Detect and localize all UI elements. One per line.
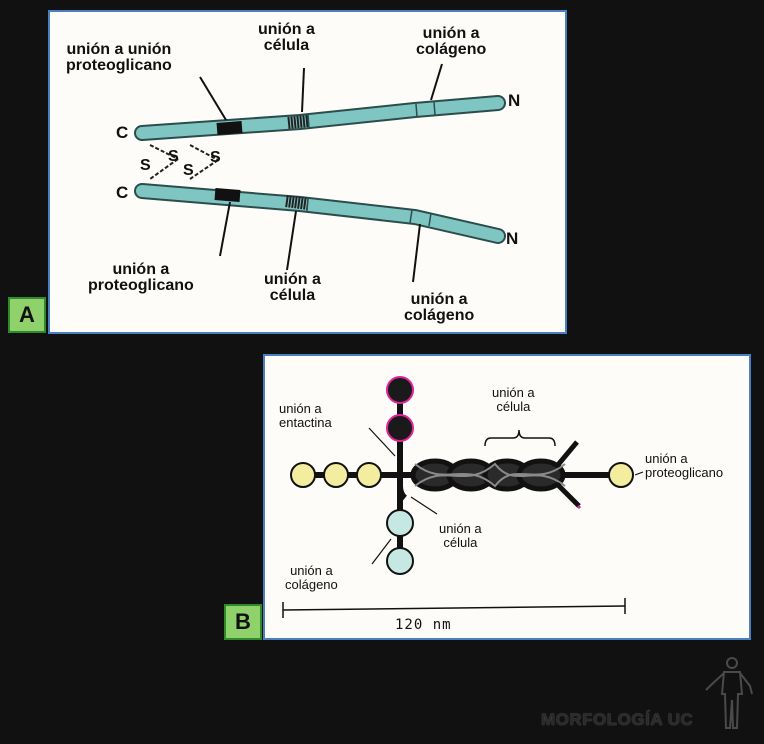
top-strand [134, 95, 506, 141]
label-line: colágeno [285, 576, 338, 592]
sulfur-label: S [183, 162, 194, 179]
top-collagen-label: unión a colágeno [416, 26, 486, 58]
label-line: colágeno [416, 41, 487, 58]
left-globules [290, 462, 382, 488]
collagen-label: unión a colágeno [285, 564, 338, 591]
label-line: proteoglicano [88, 277, 194, 294]
label-line: entactina [279, 414, 332, 430]
label-line: unión a unión [66, 41, 172, 58]
panel-a-tag: A [8, 297, 46, 333]
bottom-cell-label: unión a célula [264, 272, 321, 304]
label-line: proteoglicano [645, 464, 724, 480]
label-line: unión a [264, 271, 321, 288]
label-line: célula [263, 37, 310, 54]
bottom-globules [386, 509, 414, 575]
top-proteoglycan-segment [216, 121, 243, 135]
panel-b-tag: B [224, 604, 262, 640]
cell-binding-top-label: unión a célula [492, 386, 535, 413]
bottom-proteoglycan-segment [214, 188, 241, 202]
watermark: MORFOLOGÍA UC [541, 710, 694, 729]
label-line: proteoglicano [66, 57, 172, 74]
bottom-n-terminus-label: N [506, 229, 519, 248]
label-line: unión a [112, 261, 170, 278]
label-line: unión a [645, 451, 688, 466]
disulfide-bridges [149, 144, 219, 180]
scale-bar [282, 598, 626, 618]
anatomy-figure-icon [705, 657, 753, 729]
bottom-cell-segment [285, 195, 309, 210]
label-line: colágeno [404, 307, 475, 324]
label-line: unión a [279, 401, 322, 416]
sulfur-label: S [140, 157, 151, 174]
right-globule [608, 462, 634, 488]
label-line: unión a [258, 21, 315, 38]
cell-binding-brace [484, 429, 556, 447]
proteoglycan-label: unión a proteoglicano [645, 452, 723, 479]
bottom-proteoglycan-label: unión a proteoglicano [88, 262, 194, 294]
panel-b: unión a entactina unión a célula unión a… [263, 354, 751, 640]
label-line: célula [443, 534, 478, 550]
label-line: unión a [290, 563, 333, 578]
cell-binding-mid-label: unión a célula [439, 522, 482, 549]
panel-b-drawing [282, 376, 644, 618]
top-cell-segment [287, 115, 309, 129]
panel-a: C N C N S S S S unión a unión proteoglic… [48, 10, 567, 334]
sulfur-label: S [168, 148, 179, 165]
top-c-terminus-label: C [116, 123, 129, 142]
bottom-c-terminus-label: C [116, 183, 129, 202]
top-proteoglycan-label: unión a unión proteoglicano [66, 42, 172, 74]
panel-a-drawing [134, 63, 506, 283]
scale-bar-label: 120 nm [395, 617, 452, 633]
panel-a-pointers [199, 63, 443, 283]
top-cell-label: unión a célula [258, 22, 315, 54]
sulfur-label: S [210, 149, 221, 166]
label-line: unión a [492, 385, 535, 400]
label-line: unión a [422, 25, 480, 42]
entactin-label: unión a entactina [279, 402, 332, 429]
top-n-terminus-label: N [508, 91, 521, 110]
label-line: unión a [410, 291, 468, 308]
bottom-strand [134, 183, 506, 244]
panel-b-pointers [368, 427, 644, 565]
top-globules [386, 376, 414, 442]
coiled-coil [410, 440, 582, 510]
label-line: célula [496, 398, 531, 414]
bottom-collagen-label: unión a colágeno [404, 292, 474, 324]
label-line: unión a [439, 521, 482, 536]
label-line: célula [269, 287, 316, 304]
